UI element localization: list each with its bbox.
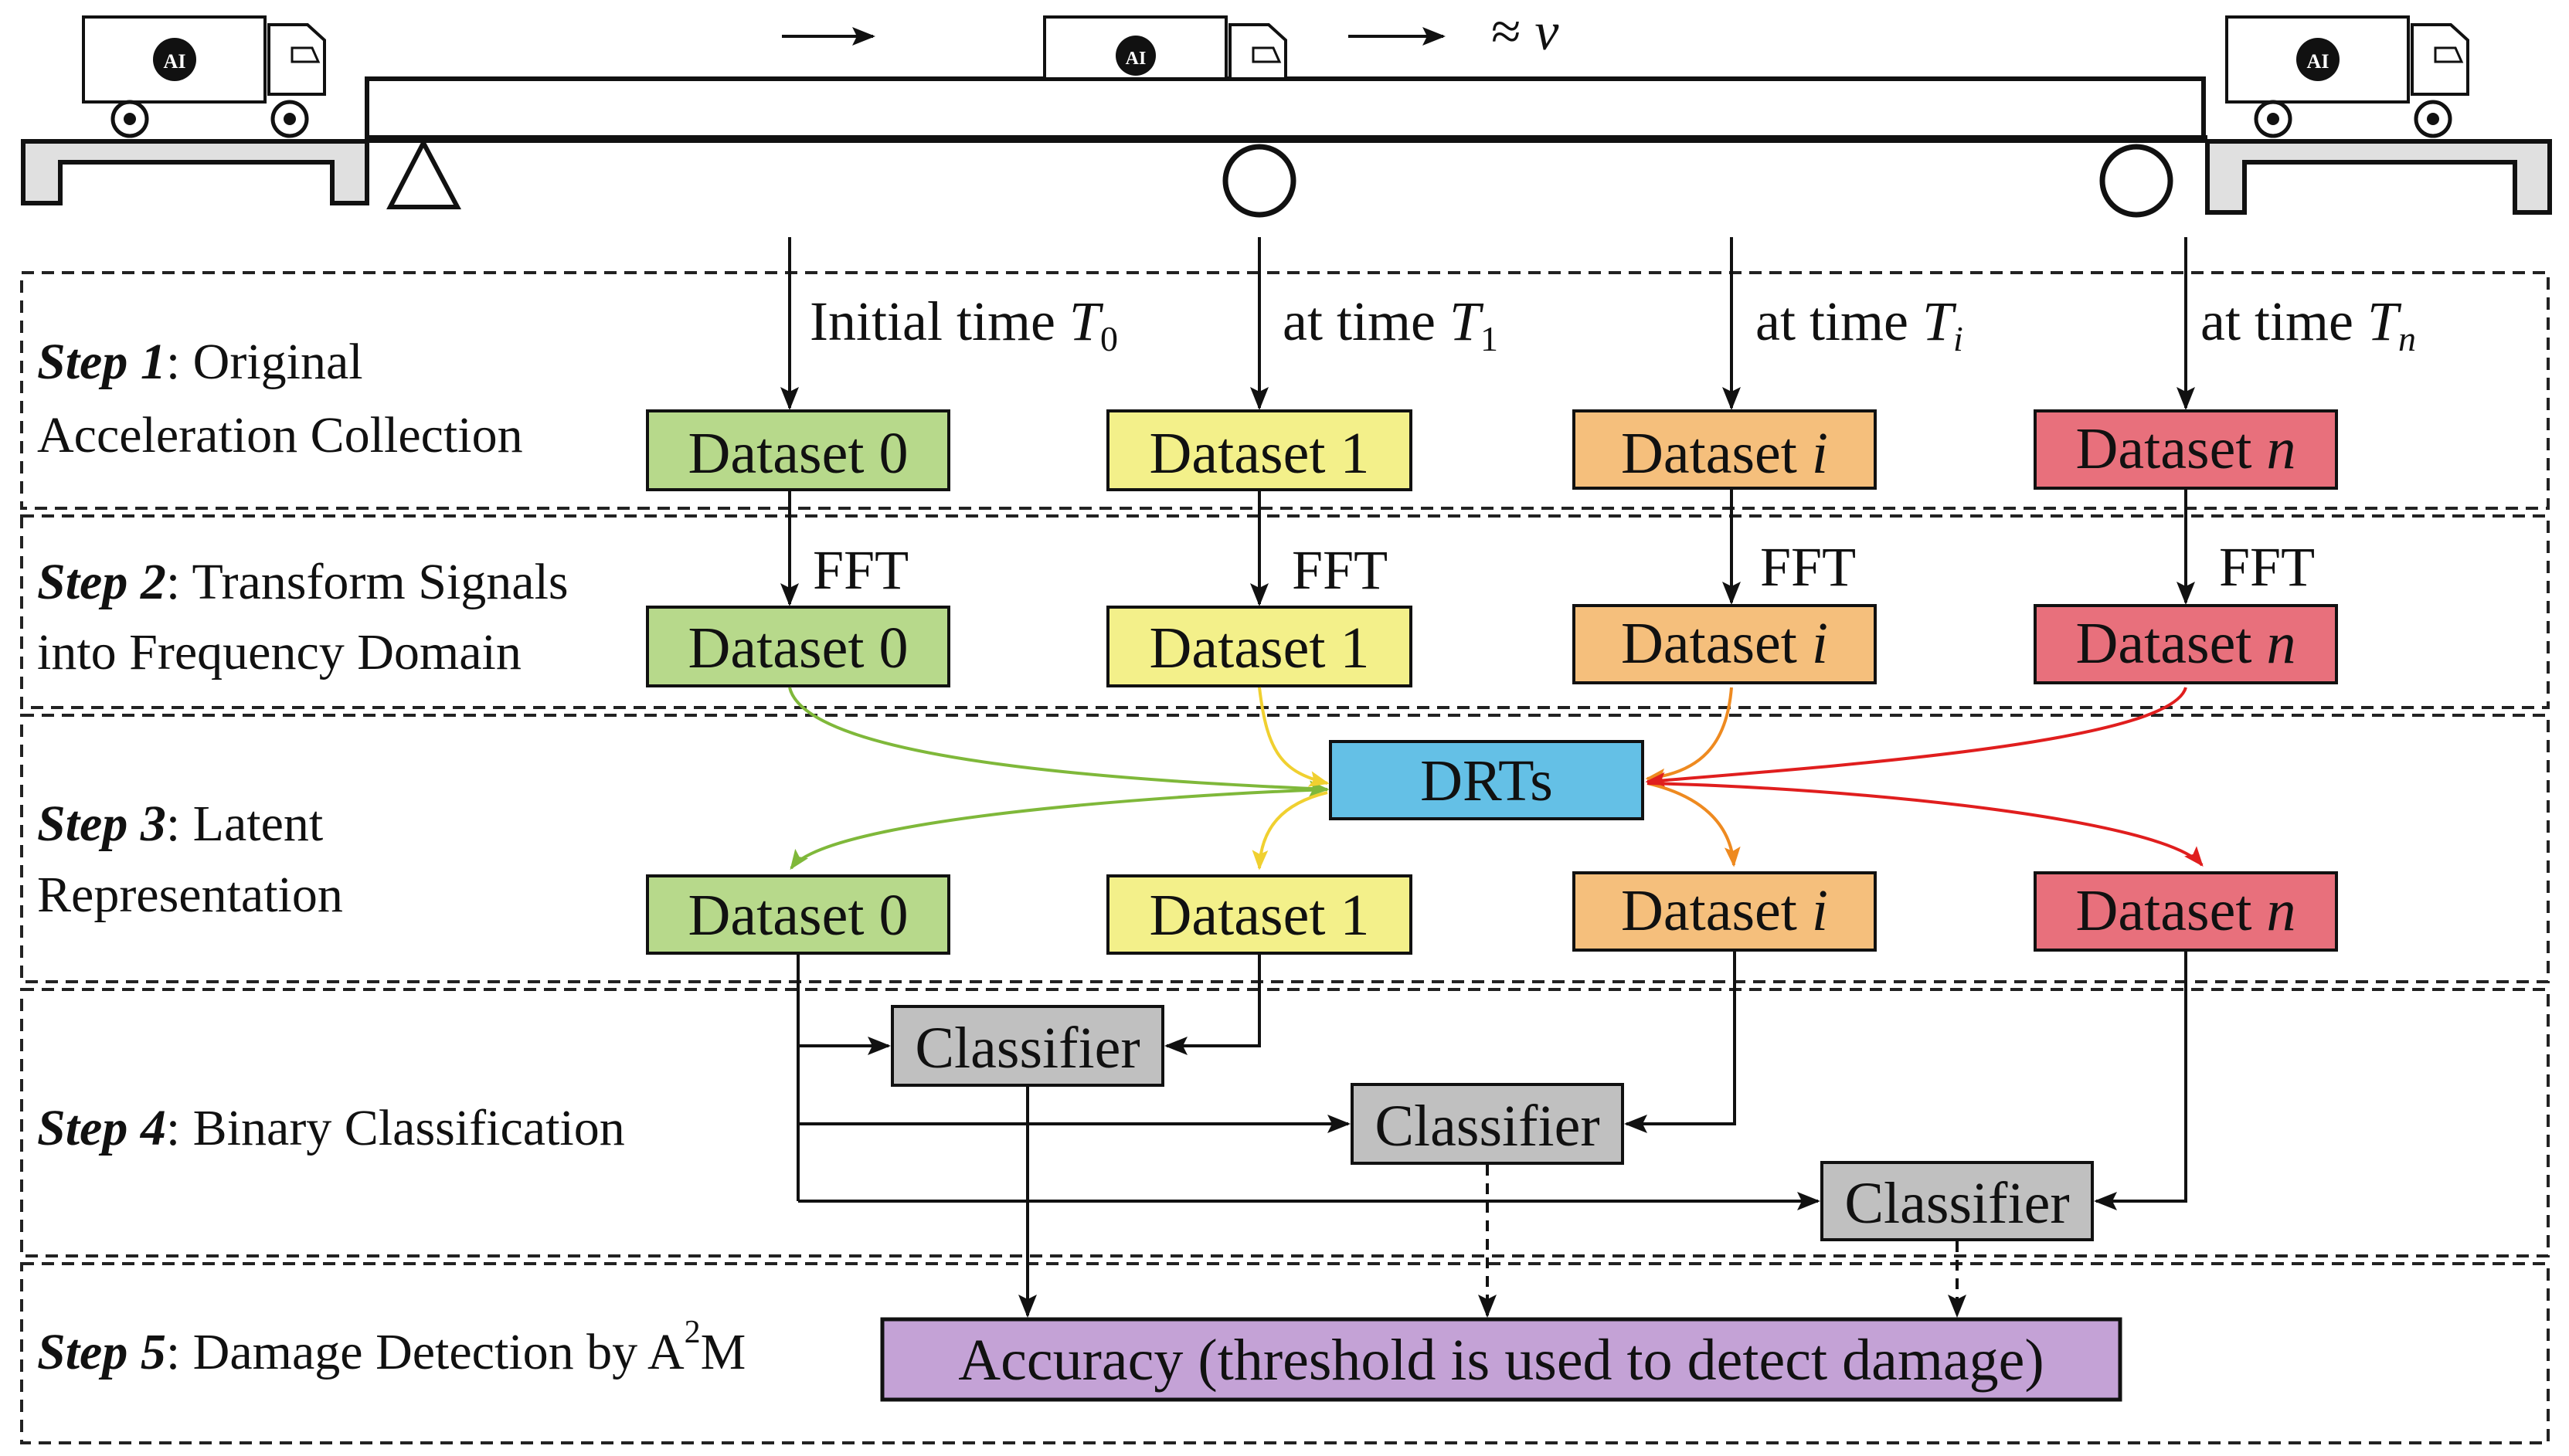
- svg-text:Dataset 1: Dataset 1: [1150, 616, 1370, 680]
- step-2-label: Step 2: Transform Signals: [37, 554, 569, 610]
- dataset-box-i-raw: Dataset i: [1572, 409, 1877, 490]
- truck-icon: AI: [1043, 15, 1287, 80]
- dataset-box-0-fft: Dataset 0: [646, 606, 950, 687]
- step-1-panel: [20, 271, 2550, 510]
- bridge-deck-top: [365, 76, 2206, 141]
- step-3-panel: [20, 714, 2550, 983]
- dataset-box-n-fft: Dataset n: [2034, 604, 2338, 684]
- step-5-panel: [20, 1262, 2550, 1444]
- roller-support-1: [1222, 144, 1296, 218]
- truck-logo-text: AI: [164, 50, 186, 73]
- step-panels: [20, 271, 2550, 1444]
- time-labels: Initial time T0 at time T1 at time Ti at…: [810, 290, 2416, 358]
- truck-logo-text: AI: [2307, 50, 2329, 73]
- dataset-box-1-raw: Dataset 1: [1106, 409, 1412, 491]
- svg-text:Dataset 0: Dataset 0: [688, 883, 909, 948]
- dataset-box-i-latent: Dataset i: [1572, 871, 1877, 952]
- truck-icon: AI: [2225, 15, 2469, 138]
- detection-arrows: [1018, 1087, 1966, 1318]
- step-3-label-line2: Representation: [37, 867, 343, 923]
- speed-label: ≈v: [1491, 2, 1559, 62]
- dataset-box-i-fft: Dataset i: [1572, 604, 1877, 684]
- dataset-box-1-latent: Dataset 1: [1106, 874, 1412, 955]
- right-abutment: [2205, 139, 2552, 215]
- classifier-box-1: Classifier: [891, 1005, 1164, 1087]
- roller-support-2: [2099, 144, 2173, 218]
- svg-text:Dataset 0: Dataset 0: [688, 616, 909, 680]
- time-label-i: at time Ti: [1755, 290, 1963, 358]
- classification-arrows: [797, 952, 2187, 1210]
- svg-text:Accuracy (threshold is used to: Accuracy (threshold is used to detect da…: [958, 1328, 2044, 1393]
- step-4-label: Step 4: Binary Classification: [37, 1100, 625, 1156]
- step-labels: Step 1: Original Acceleration Collection…: [37, 334, 746, 1380]
- bridge-scene: AI AI AI ≈v: [21, 2, 2552, 218]
- svg-text:Classifier: Classifier: [1375, 1094, 1599, 1159]
- truck-icon: AI: [82, 15, 326, 138]
- dataset-box-1-fft: Dataset 1: [1106, 606, 1412, 687]
- svg-text:Dataset 0: Dataset 0: [688, 421, 909, 486]
- dataset-box-n-raw: Dataset n: [2034, 409, 2338, 490]
- time-label-1: at time T1: [1283, 290, 1498, 358]
- classifier-box-i: Classifier: [1351, 1083, 1624, 1165]
- classifier-box-n: Classifier: [1820, 1161, 2094, 1241]
- pin-support: [386, 137, 461, 209]
- latent-curves: [788, 687, 2204, 871]
- svg-text:Dataset 1: Dataset 1: [1150, 421, 1370, 486]
- fft-label-i: FFT: [1760, 536, 1856, 598]
- drts-box: DRTs: [1329, 740, 1644, 820]
- accuracy-box: Accuracy (threshold is used to detect da…: [880, 1317, 2122, 1402]
- svg-text:Dataset i: Dataset i: [1621, 421, 1828, 486]
- fft-label-1: FFT: [1292, 539, 1388, 601]
- dataset-box-0-latent: Dataset 0: [646, 874, 950, 955]
- dataset-box-n-latent: Dataset n: [2034, 871, 2338, 952]
- svg-text:Classifier: Classifier: [1844, 1171, 2069, 1236]
- step-3-label: Step 3: Latent: [37, 796, 323, 852]
- svg-text:Dataset i: Dataset i: [1621, 611, 1828, 676]
- time-label-0: Initial time T0: [810, 290, 1118, 358]
- svg-text:DRTs: DRTs: [1420, 748, 1553, 813]
- collection-arrows: [780, 237, 2195, 606]
- step-5-label: Step 5: Damage Detection by A2M: [37, 1315, 746, 1380]
- svg-text:Dataset 1: Dataset 1: [1150, 883, 1370, 948]
- step-1-label: Step 1: Original: [37, 334, 363, 390]
- dataset-box-0-raw: Dataset 0: [646, 409, 950, 491]
- step-2-label-line2: into Frequency Domain: [37, 624, 522, 680]
- fft-labels: FFT FFT FFT FFT: [813, 536, 2315, 601]
- svg-text:Classifier: Classifier: [915, 1016, 1140, 1081]
- fft-label-n: FFT: [2219, 536, 2315, 598]
- step-1-label-line2: Acceleration Collection: [37, 407, 523, 463]
- svg-text:Dataset i: Dataset i: [1621, 878, 1828, 943]
- truck-logo-text: AI: [1126, 49, 1147, 69]
- step-4-panel: [20, 988, 2550, 1257]
- step-2-panel: [20, 514, 2550, 709]
- left-abutment: [21, 139, 369, 205]
- svg-text:Dataset n: Dataset n: [2076, 611, 2296, 676]
- time-label-n: at time Tn: [2200, 290, 2416, 358]
- svg-text:Dataset n: Dataset n: [2076, 878, 2296, 943]
- fft-label-0: FFT: [813, 539, 909, 601]
- svg-text:Dataset n: Dataset n: [2076, 416, 2296, 481]
